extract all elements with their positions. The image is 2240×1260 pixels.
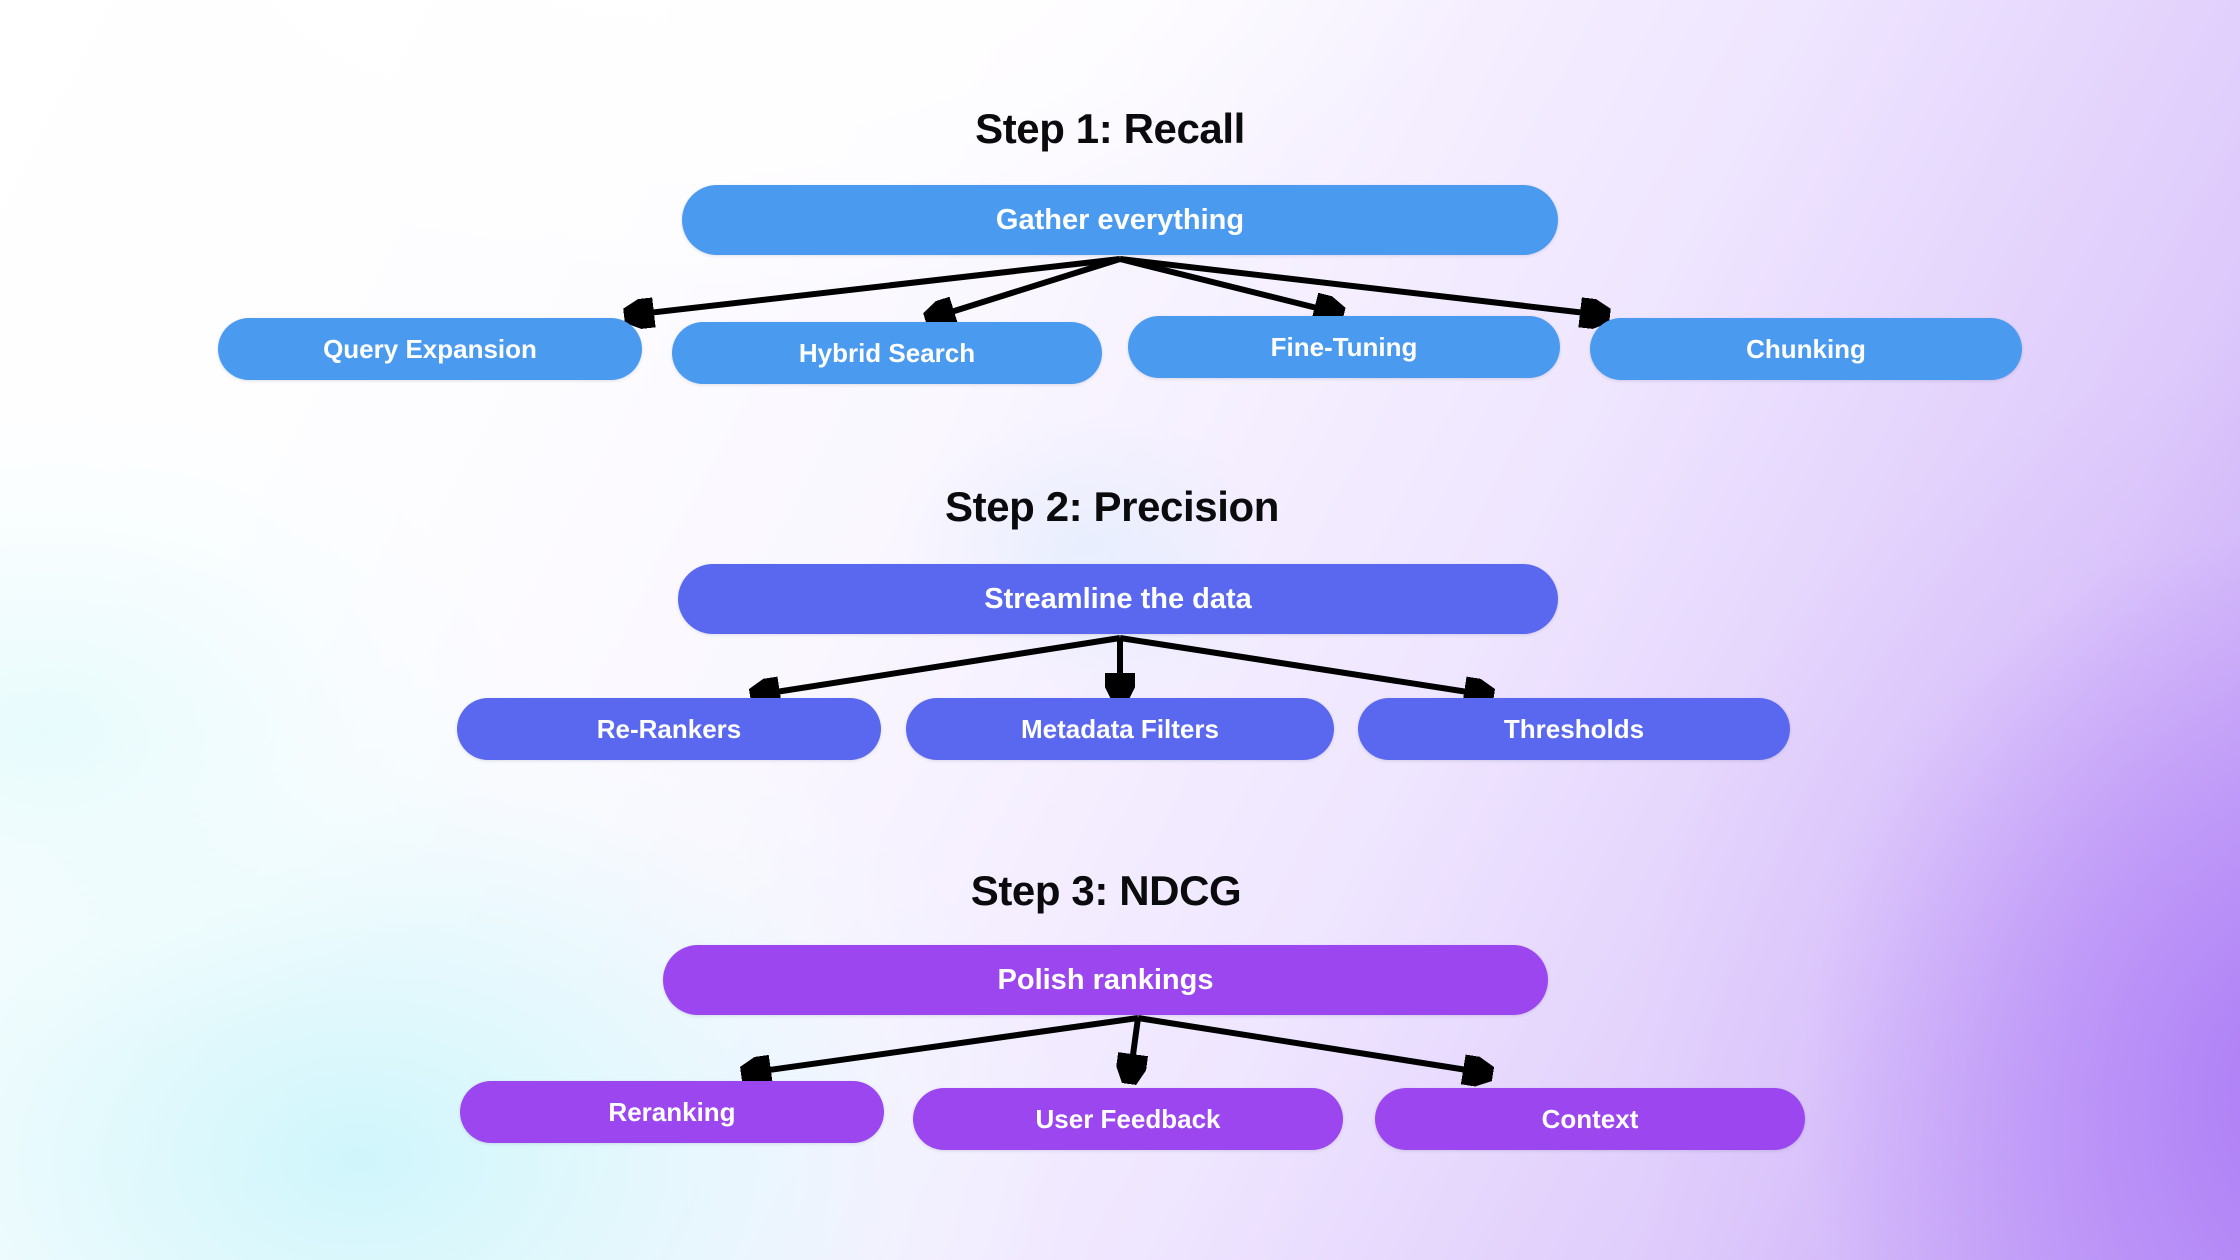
edges-step-1: [631, 256, 1603, 318]
edges-step-3: [748, 1015, 1486, 1077]
step-1-child-chunking[interactable]: Chunking: [1590, 318, 2022, 380]
step-2-child-thresholds[interactable]: Thresholds: [1358, 698, 1790, 760]
step-1-child-fine-tuning[interactable]: Fine-Tuning: [1128, 316, 1560, 378]
step-2-title: Step 2: Precision: [945, 483, 1279, 530]
step-3-child-user-feedback[interactable]: User Feedback: [913, 1088, 1343, 1150]
step-2-parent-node[interactable]: Streamline the data: [678, 564, 1558, 634]
step-2-child-metadata-filters[interactable]: Metadata Filters: [906, 698, 1334, 760]
step-3-child-reranking[interactable]: Reranking: [460, 1081, 884, 1143]
step-1-parent-node[interactable]: Gather everything: [682, 185, 1558, 255]
step-1-child-hybrid-search[interactable]: Hybrid Search: [672, 322, 1102, 384]
step-1-child-query-expansion[interactable]: Query Expansion: [218, 318, 642, 380]
step-1-title: Step 1: Recall: [975, 105, 1245, 152]
step-3-parent-node[interactable]: Polish rankings: [663, 945, 1548, 1015]
step-2-child-re-rankers[interactable]: Re-Rankers: [457, 698, 881, 760]
step-3-child-context[interactable]: Context: [1375, 1088, 1805, 1150]
step-3-title: Step 3: NDCG: [970, 867, 1242, 914]
edges-step-2: [757, 635, 1487, 696]
